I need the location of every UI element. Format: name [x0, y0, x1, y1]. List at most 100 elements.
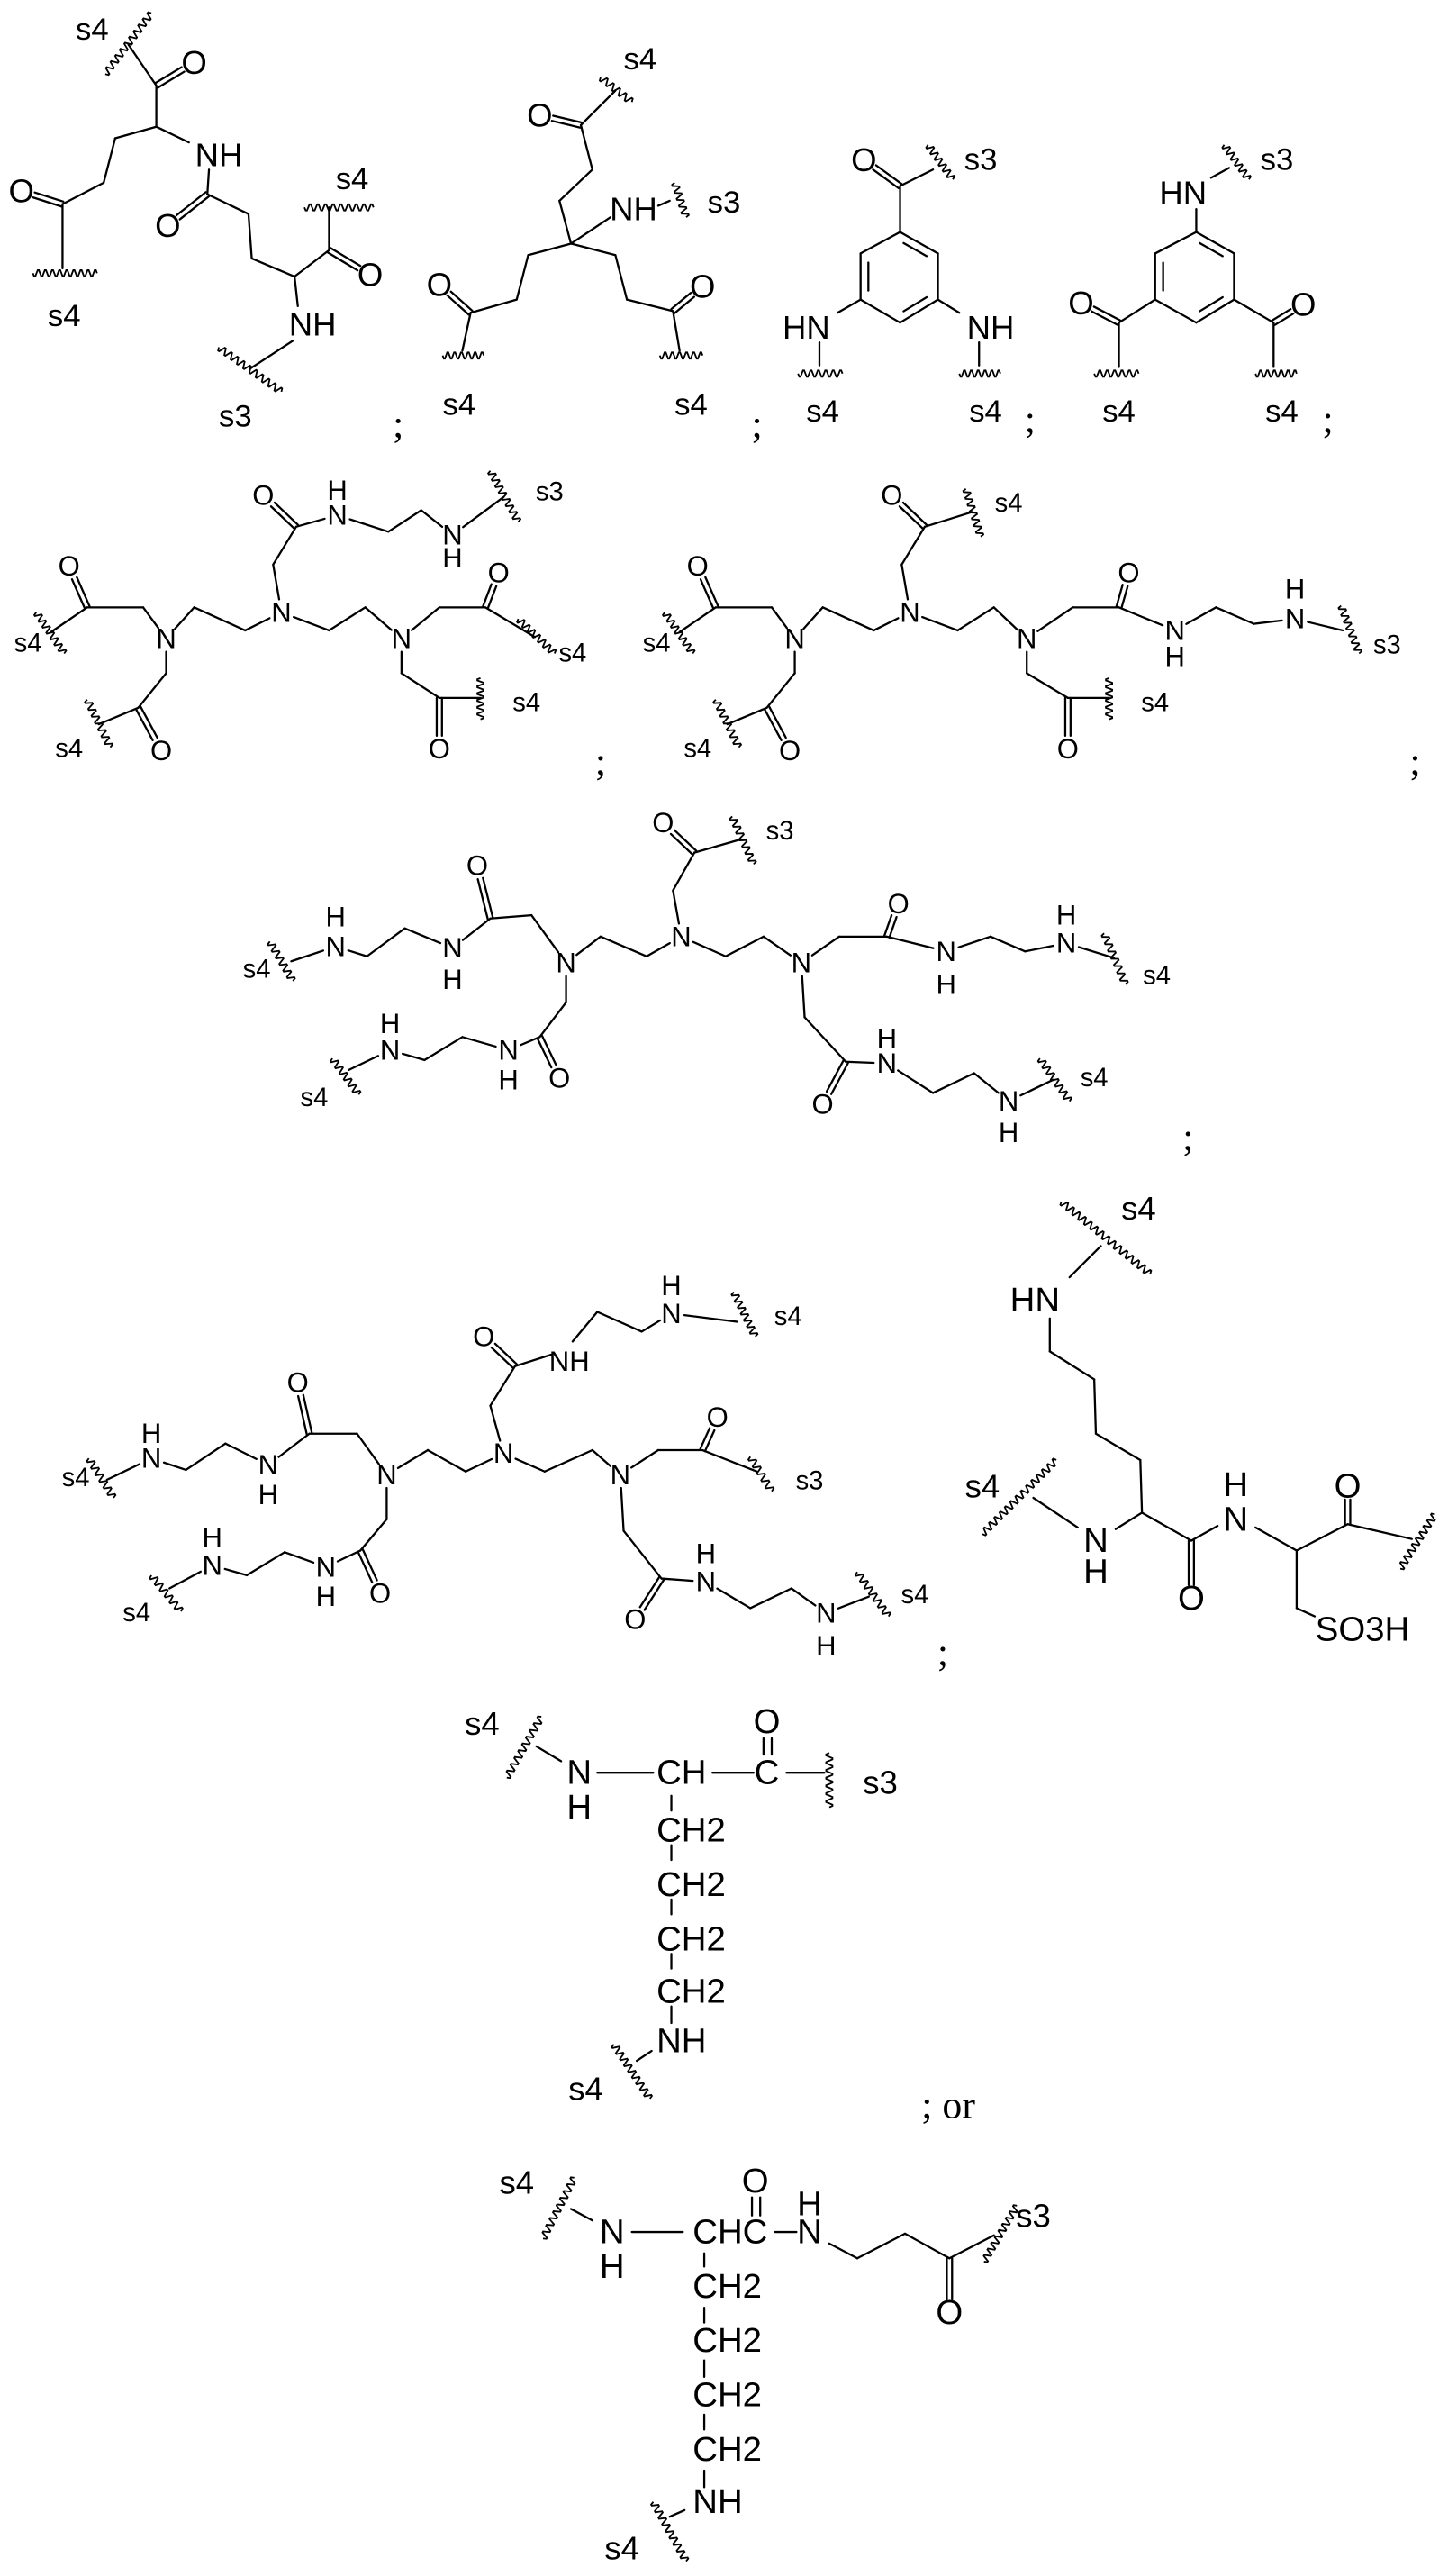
atom-label: H [816, 1630, 836, 1662]
double-bond [1091, 306, 1120, 324]
attachment-site-label: s3 [766, 817, 794, 846]
atom-label: H [661, 1270, 681, 1302]
atom-label: O [473, 1320, 494, 1352]
attachment-site-label: s3 [796, 1467, 824, 1496]
single-bond [728, 708, 767, 724]
single-bond [1119, 300, 1155, 323]
single-bond [291, 950, 322, 961]
attachment-site-label: s4 [969, 395, 1002, 429]
single-bond [515, 1355, 551, 1366]
atom-label: O [466, 850, 488, 882]
atom-label: N [1223, 1500, 1248, 1538]
single-bond [615, 255, 627, 299]
single-bond [959, 937, 991, 948]
wavy-attachment-bond [304, 204, 374, 211]
separator: ; [751, 403, 762, 446]
double-bond [478, 878, 493, 920]
single-bond [491, 915, 532, 919]
atom-label: N [816, 1597, 836, 1628]
single-bond [764, 937, 791, 956]
single-bond [1255, 1528, 1297, 1551]
atom-label: O [812, 1089, 834, 1120]
atom-label: H [999, 1117, 1018, 1148]
atom-label: O [150, 735, 172, 766]
atom-label: O [429, 733, 450, 765]
atom-label: H [600, 2247, 625, 2286]
separator: ; [1409, 740, 1420, 784]
structure-7: NNNOs3ONHNHs4ONHNHs4ONHNHs4ONHNHs4; [243, 807, 1194, 1159]
single-bond [252, 259, 295, 277]
single-bond [329, 607, 365, 630]
single-bond [642, 1320, 660, 1331]
structure-6: NNNOs4Os4Os4ONHNHs3Os4; [643, 480, 1421, 785]
attachment-site-label: s4 [604, 2529, 639, 2566]
structure-11: s4NHCHCONHOs3CH2CH2CH2CH2NHs4. [499, 2162, 1069, 2576]
single-bond [517, 255, 529, 299]
single-bond [593, 1450, 611, 1466]
single-bond [278, 1434, 309, 1457]
atom-label: H [498, 1064, 518, 1095]
atom-label: H [1285, 574, 1305, 605]
single-bond [296, 519, 325, 527]
wavy-attachment-bond [748, 1456, 774, 1491]
single-bond [402, 673, 439, 697]
single-bond [957, 607, 993, 630]
single-bond [684, 1315, 738, 1321]
atom-label: N [671, 921, 691, 952]
single-bond [571, 217, 611, 243]
wavy-attachment-bond [149, 1575, 182, 1611]
atom-label: O [851, 141, 876, 178]
attachment-site-label: s4 [1102, 395, 1136, 429]
atom-label: O [548, 1062, 570, 1093]
single-bond [348, 1056, 378, 1070]
atom-label: N [784, 623, 804, 655]
separator: . [1060, 2546, 1070, 2576]
structure-10: s4NHCHCOs3CH2CH2CH2CH2NHs4; or [465, 1702, 975, 2127]
atom-label: CH2 [692, 2430, 762, 2469]
single-bond [717, 1589, 750, 1609]
attachment-site-label: s4 [643, 630, 671, 658]
attachment-site-label: s4 [122, 1599, 150, 1628]
single-bond [658, 201, 670, 205]
single-bond [348, 950, 367, 957]
atom-label: N [661, 1298, 681, 1329]
single-bond [1037, 607, 1072, 631]
single-bond [1025, 946, 1053, 951]
atom-label: H [316, 1581, 336, 1612]
wavy-attachment-bond [927, 145, 955, 179]
single-bond [491, 1406, 501, 1441]
attachment-site-label: s4 [62, 1464, 90, 1492]
double-bond [1065, 698, 1071, 736]
wavy-attachment-bond [477, 678, 484, 720]
single-bond [873, 618, 898, 630]
atom-label: SO3H [1316, 1610, 1409, 1649]
wavy-attachment-bond [1038, 1058, 1072, 1102]
wavy-attachment-bond [1255, 370, 1297, 376]
structure-1: s4ONHOs4Os4ONHs3; [9, 13, 404, 447]
single-bond [1253, 621, 1281, 624]
single-bond [398, 1450, 428, 1468]
single-bond [829, 2244, 857, 2258]
atom-label: N [271, 596, 291, 628]
attachment-site-label: s4 [336, 162, 369, 196]
atom-label: N [556, 948, 575, 979]
single-bond [559, 201, 571, 244]
single-bond [466, 1459, 492, 1472]
single-bond [421, 511, 442, 527]
single-bond [531, 915, 558, 952]
structure-5: NNNOs4Os4ONHNHs3Os4Os4; [14, 471, 606, 784]
atom-label: O [779, 735, 801, 766]
single-bond [750, 1589, 792, 1609]
single-bond [412, 607, 439, 630]
single-bond [900, 169, 934, 186]
single-bond [350, 519, 389, 531]
attachment-site-label: s4 [1081, 1064, 1109, 1093]
double-bond [155, 68, 185, 88]
atom-label: O [687, 550, 709, 582]
single-bond [403, 1054, 424, 1060]
attachment-site-label: s4 [301, 1084, 329, 1112]
atom-label: CHC [692, 2213, 767, 2252]
single-bond [115, 127, 157, 139]
separator: ; [937, 1631, 948, 1674]
atom-label: O [527, 96, 552, 133]
